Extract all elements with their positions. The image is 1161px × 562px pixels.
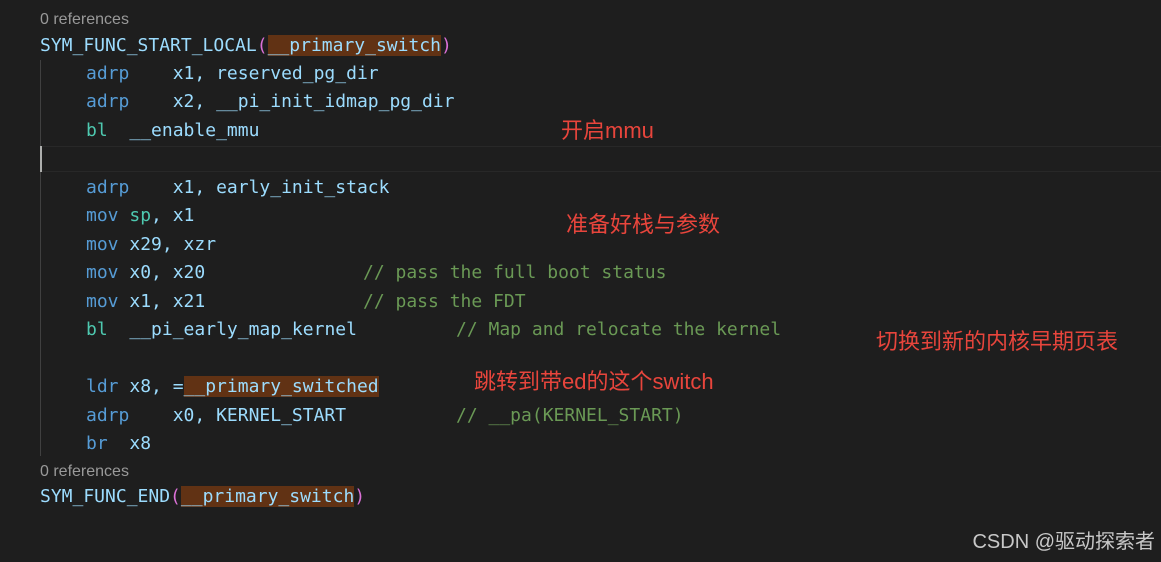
code-line-ldr-x8[interactable]: ldr x8, =__primary_switched [86,373,379,401]
code-line-func-start[interactable]: SYM_FUNC_START_LOCAL(__primary_switch) [40,32,452,60]
comment: // pass the full boot status [363,262,667,283]
annotation-prepare-stack: 准备好栈与参数 [566,212,721,237]
current-line-highlight [40,146,1161,172]
func-name-highlight: __primary_switch [180,486,355,507]
args: x1, x21 [129,291,206,312]
args: x29, xzr [129,234,217,255]
instr-mov: mov [86,291,119,312]
comment: // __pa(KERNEL_START) [456,405,684,426]
code-line-bl-early-map[interactable]: bl __pi_early_map_kernel // Map and reloc… [86,316,781,344]
instr-adrp: adrp [86,91,130,112]
code-line-mov-sp[interactable]: mov sp, x1 [86,202,194,230]
code-line-mov-x1[interactable]: mov x1, x21 // pass the FDT [86,288,526,316]
code-line-mov-x29[interactable]: mov x29, xzr [86,231,216,259]
args: x8, = [129,376,184,397]
instr-mov: mov [86,234,119,255]
codelens-references-top[interactable]: 0 references [40,11,129,28]
annotation-enable-mmu: 开启mmu [561,118,654,143]
instr-adrp: adrp [86,177,130,198]
reg-sp: sp [129,205,152,226]
instr-bl: bl [86,319,108,340]
text-cursor [40,146,42,172]
comment: // Map and relocate the kernel [456,319,782,340]
instr-mov: mov [86,205,119,226]
instr-adrp: adrp [86,63,130,84]
instr-adrp: adrp [86,405,130,426]
code-line-br-x8[interactable]: br x8 [86,430,151,458]
branch-target: __enable_mmu [129,120,260,141]
instr-bl: bl [86,120,108,141]
code-line-adrp-idmap[interactable]: adrp x2, __pi_init_idmap_pg_dir [86,88,454,116]
args: x0, KERNEL_START [172,405,347,426]
code-line-mov-x0[interactable]: mov x0, x20 // pass the full boot status [86,259,666,287]
args: x1, reserved_pg_dir [172,63,379,84]
args: x2, __pi_init_idmap_pg_dir [172,91,455,112]
open-paren: ( [170,486,181,507]
indent-guide [40,60,41,456]
code-line-adrp-reserved[interactable]: adrp x1, reserved_pg_dir [86,60,379,88]
code-line-adrp-stack[interactable]: adrp x1, early_init_stack [86,174,389,202]
codelens-references-bottom[interactable]: 0 references [40,463,129,480]
args: x0, x20 [129,262,206,283]
instr-ldr: ldr [86,376,119,397]
open-paren: ( [256,35,268,56]
annotation-jump-switched: 跳转到带ed的这个switch [474,369,714,394]
code-line-adrp-x0[interactable]: adrp x0, KERNEL_START // __pa(KERNEL_STAR… [86,402,684,430]
macro-func-end: SYM_FUNC_END [40,486,171,507]
branch-target: __pi_early_map_kernel [129,319,357,340]
func-name-highlight: __primary_switch [267,35,441,56]
instr-mov: mov [86,262,119,283]
annotation-switch-pgtable: 切换到新的内核早期页表 [876,329,1119,354]
args: , x1 [151,205,195,226]
code-line-bl-enable-mmu[interactable]: bl __enable_mmu [86,117,259,145]
instr-br: br [86,433,108,454]
close-paren: ) [354,486,366,507]
csdn-watermark: CSDN @驱动探索者 [972,531,1155,553]
code-line-func-end[interactable]: SYM_FUNC_END(__primary_switch) [40,483,365,511]
macro-func-start: SYM_FUNC_START_LOCAL [40,35,257,56]
close-paren: ) [440,35,452,56]
args: x8 [129,433,152,454]
symbol-highlight: __primary_switched [183,376,379,397]
comment: // pass the FDT [363,291,526,312]
args: x1, early_init_stack [172,177,390,198]
